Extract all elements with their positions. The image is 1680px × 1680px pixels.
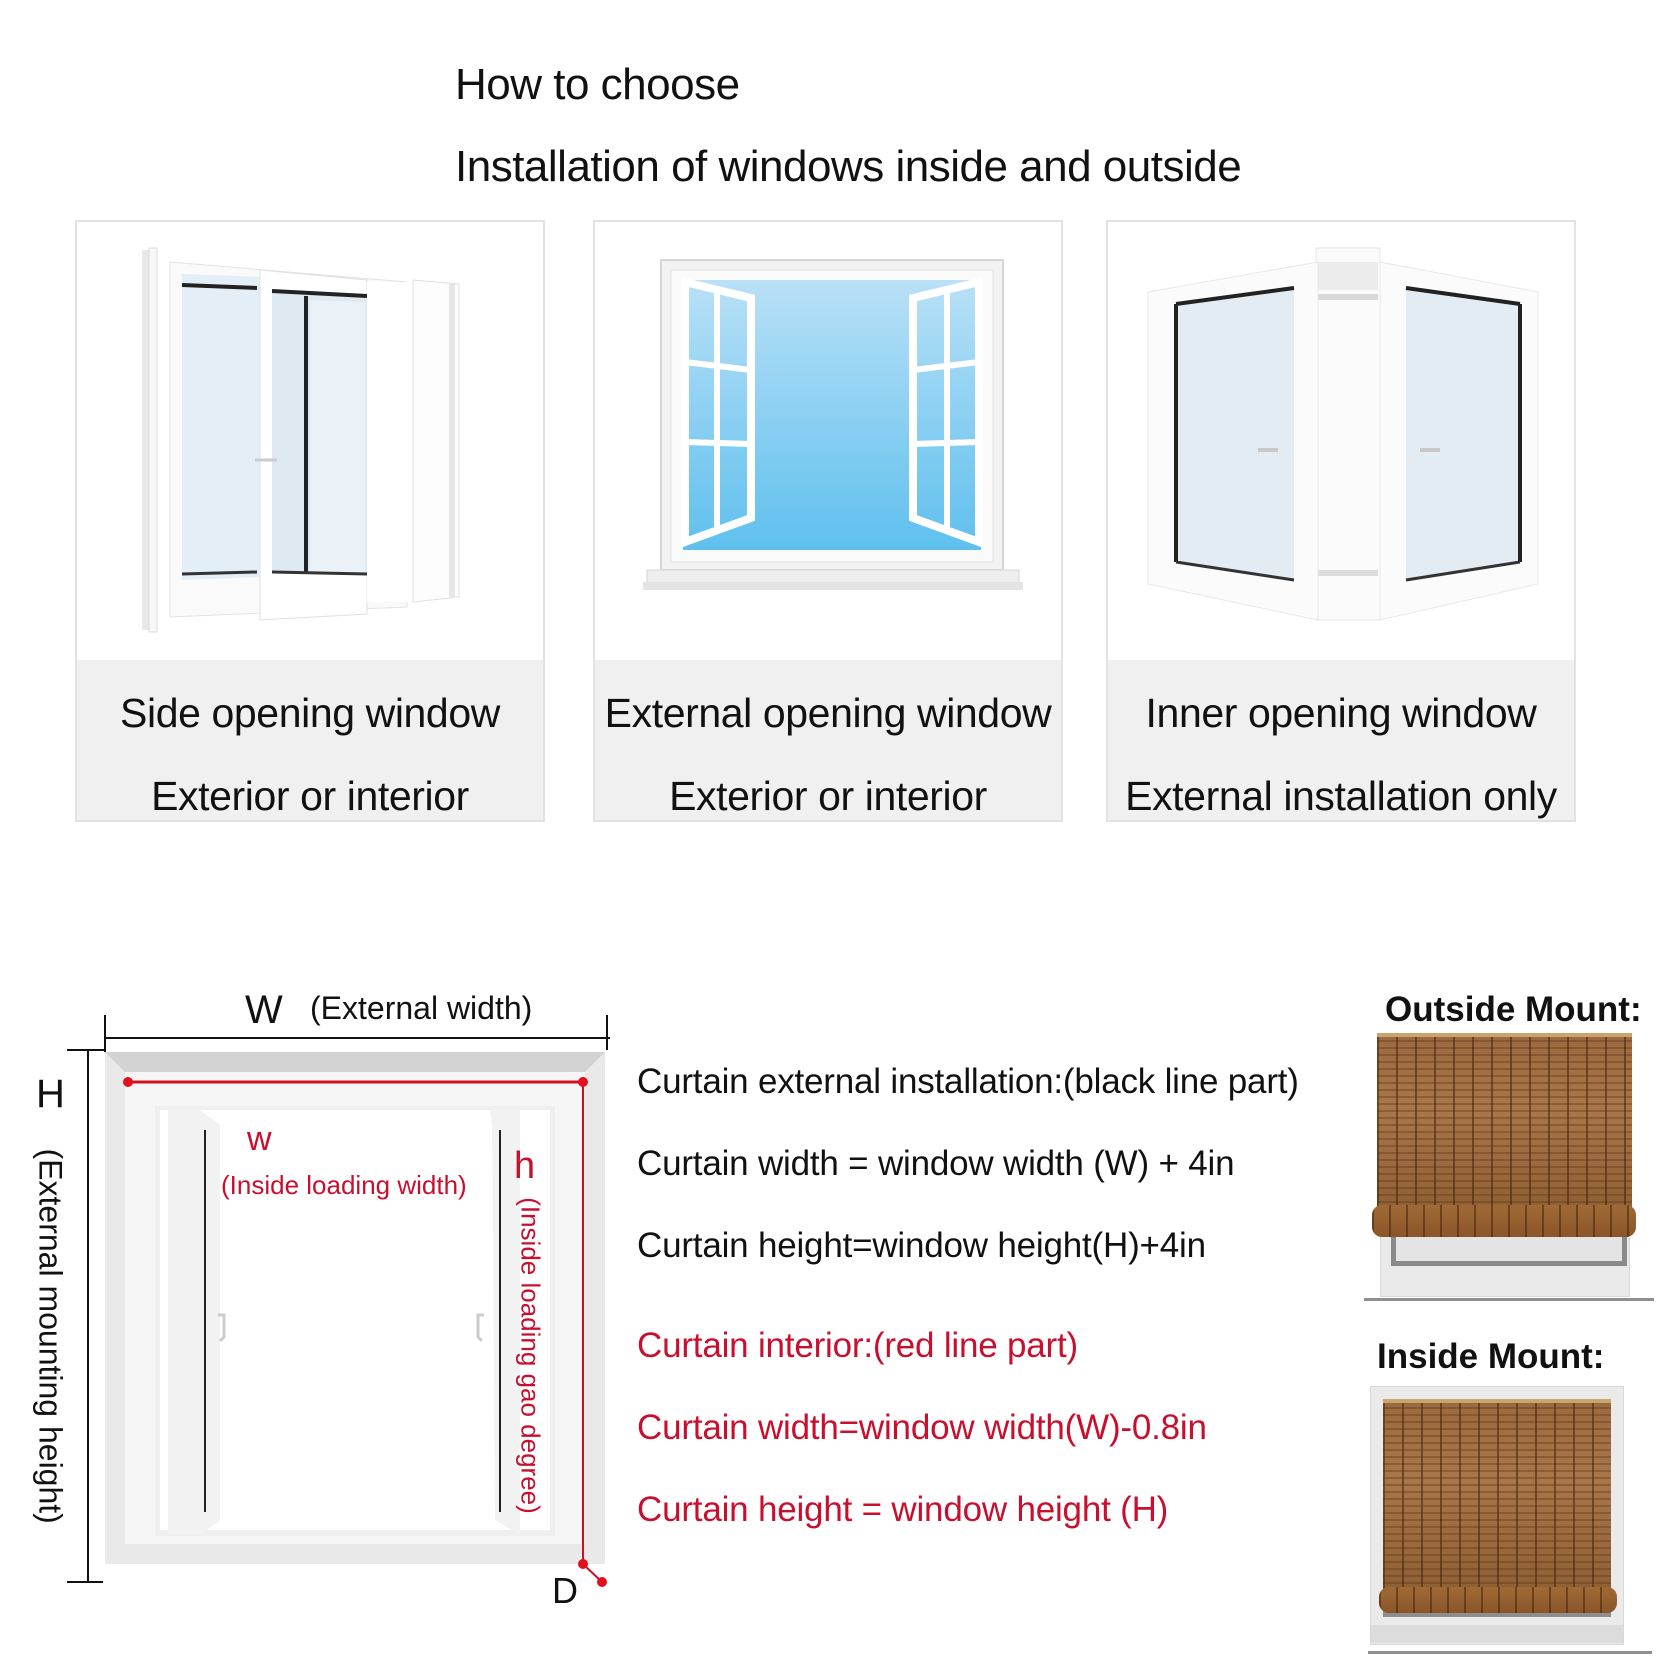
external-width-rule: Curtain width = window width (W) + 4in [637,1144,1235,1183]
blind-roll [1379,1587,1617,1613]
inside-width-label: (Inside loading width) [221,1170,467,1200]
card-caption: Side opening window Exterior or interior [77,660,543,820]
window-sill [1371,1625,1623,1643]
inside-height-label: (Inside loading gao degree) [515,1197,546,1514]
inside-mount-label: Inside Mount: [1377,1337,1605,1376]
casement-window-icon [595,222,1061,660]
card-caption: External opening window Exterior or inte… [595,660,1061,820]
window-type-card-external-opening: External opening window Exterior or inte… [593,220,1063,822]
window-type-card-inner-opening: Inner opening window External installati… [1106,220,1576,822]
external-width-symbol: W [245,988,283,1032]
blind-roll [1372,1205,1636,1237]
measurement-diagram: W (External width) H (External mounting … [0,960,640,1660]
interior-install-title: Curtain interior:(red line part) [637,1326,1078,1365]
outside-mount-label: Outside Mount: [1385,990,1642,1029]
window-type-name: External opening window [604,690,1052,736]
bamboo-blind [1377,1033,1632,1217]
external-height-symbol: H [36,1072,65,1116]
bamboo-blind [1383,1399,1611,1598]
interior-height-rule: Curtain height = window height (H) [637,1490,1169,1529]
external-width-label: (External width) [310,990,533,1026]
window-type-installation: Exterior or interior [669,773,987,819]
interior-width-rule: Curtain width=window width(W)-0.8in [637,1408,1207,1447]
inside-width-symbol: w [247,1120,272,1158]
depth-symbol: D [552,1570,578,1611]
sliding-window-icon [77,222,543,660]
window-type-installation: External installation only [1125,773,1557,819]
page-subtitle: Installation of windows inside and outsi… [455,142,1242,191]
window-type-name: Side opening window [120,690,500,736]
external-height-rule: Curtain height=window height(H)+4in [637,1226,1206,1265]
window-type-name: Inner opening window [1145,690,1537,736]
window-type-installation: Exterior or interior [151,773,469,819]
page-title: How to choose [455,60,740,109]
divider [1368,1651,1652,1654]
card-caption: Inner opening window External installati… [1108,660,1574,820]
divider [1364,1298,1654,1301]
window-type-card-side-opening: Side opening window Exterior or interior [75,220,545,822]
external-install-title: Curtain external installation:(black lin… [637,1062,1299,1101]
inward-window-icon [1108,222,1574,660]
external-height-label: (External mounting height) [32,1148,69,1524]
window-frame-illustration [67,1015,610,1587]
inside-height-symbol: h [514,1145,536,1187]
outside-mount-illustration [1372,1033,1642,1297]
inside-mount-illustration [1370,1386,1624,1645]
